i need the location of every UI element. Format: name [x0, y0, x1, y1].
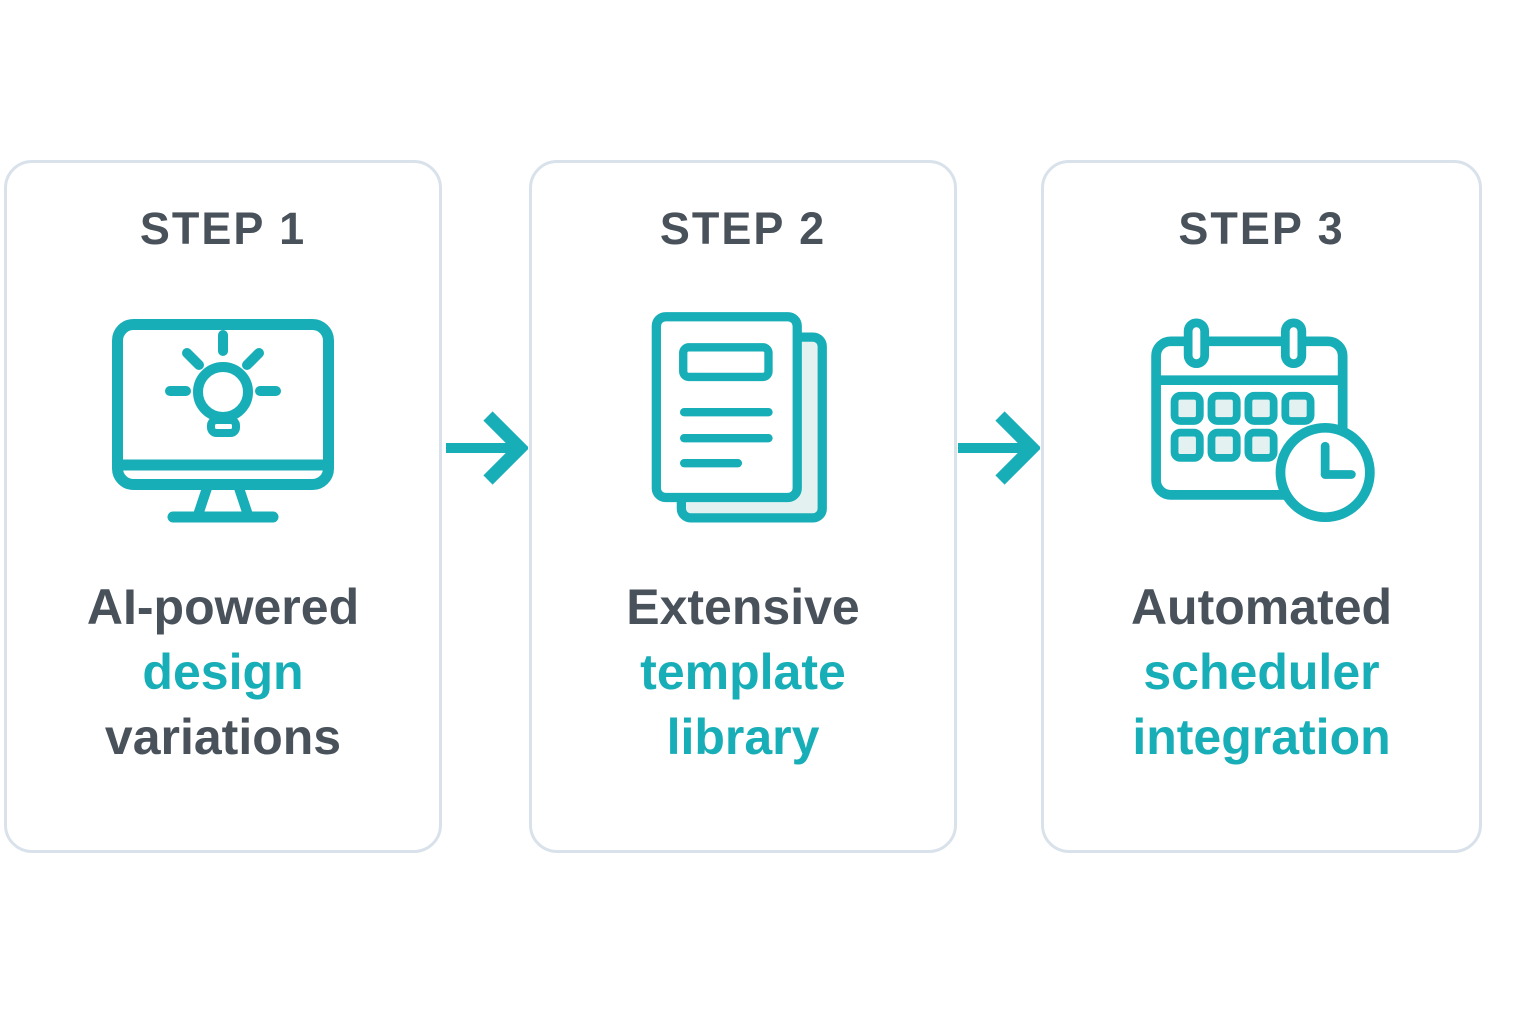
step-card-3: STEP 3 Automated scheduler	[1041, 160, 1482, 853]
step-title: STEP 2	[659, 203, 827, 254]
caption-line: AI-powered	[86, 579, 360, 635]
arrow-right-icon	[444, 407, 530, 489]
document-stack-icon	[648, 307, 838, 535]
caption-line: Extensive	[626, 579, 860, 635]
caption-line: variations	[104, 709, 342, 765]
calendar-clock-icon	[1149, 307, 1375, 535]
caption-line: Automated	[1130, 579, 1393, 635]
step-caption: Automated scheduler integration	[1131, 575, 1392, 770]
arrow-right-icon	[956, 407, 1042, 489]
caption-line: library	[666, 709, 820, 765]
step-card-1: STEP 1 AI-powered design variations	[4, 160, 442, 853]
step-caption: AI-powered design variations	[87, 575, 359, 770]
step-caption: Extensive template library	[626, 575, 859, 770]
caption-line: design	[142, 644, 304, 700]
caption-line: scheduler	[1143, 644, 1380, 700]
step-card-2: STEP 2 Extensive template library	[529, 160, 957, 853]
monitor-lightbulb-icon	[112, 307, 334, 535]
step-title: STEP 3	[1178, 203, 1345, 254]
caption-line: integration	[1132, 709, 1391, 765]
caption-line: template	[640, 644, 846, 700]
step-title: STEP 1	[139, 203, 307, 254]
